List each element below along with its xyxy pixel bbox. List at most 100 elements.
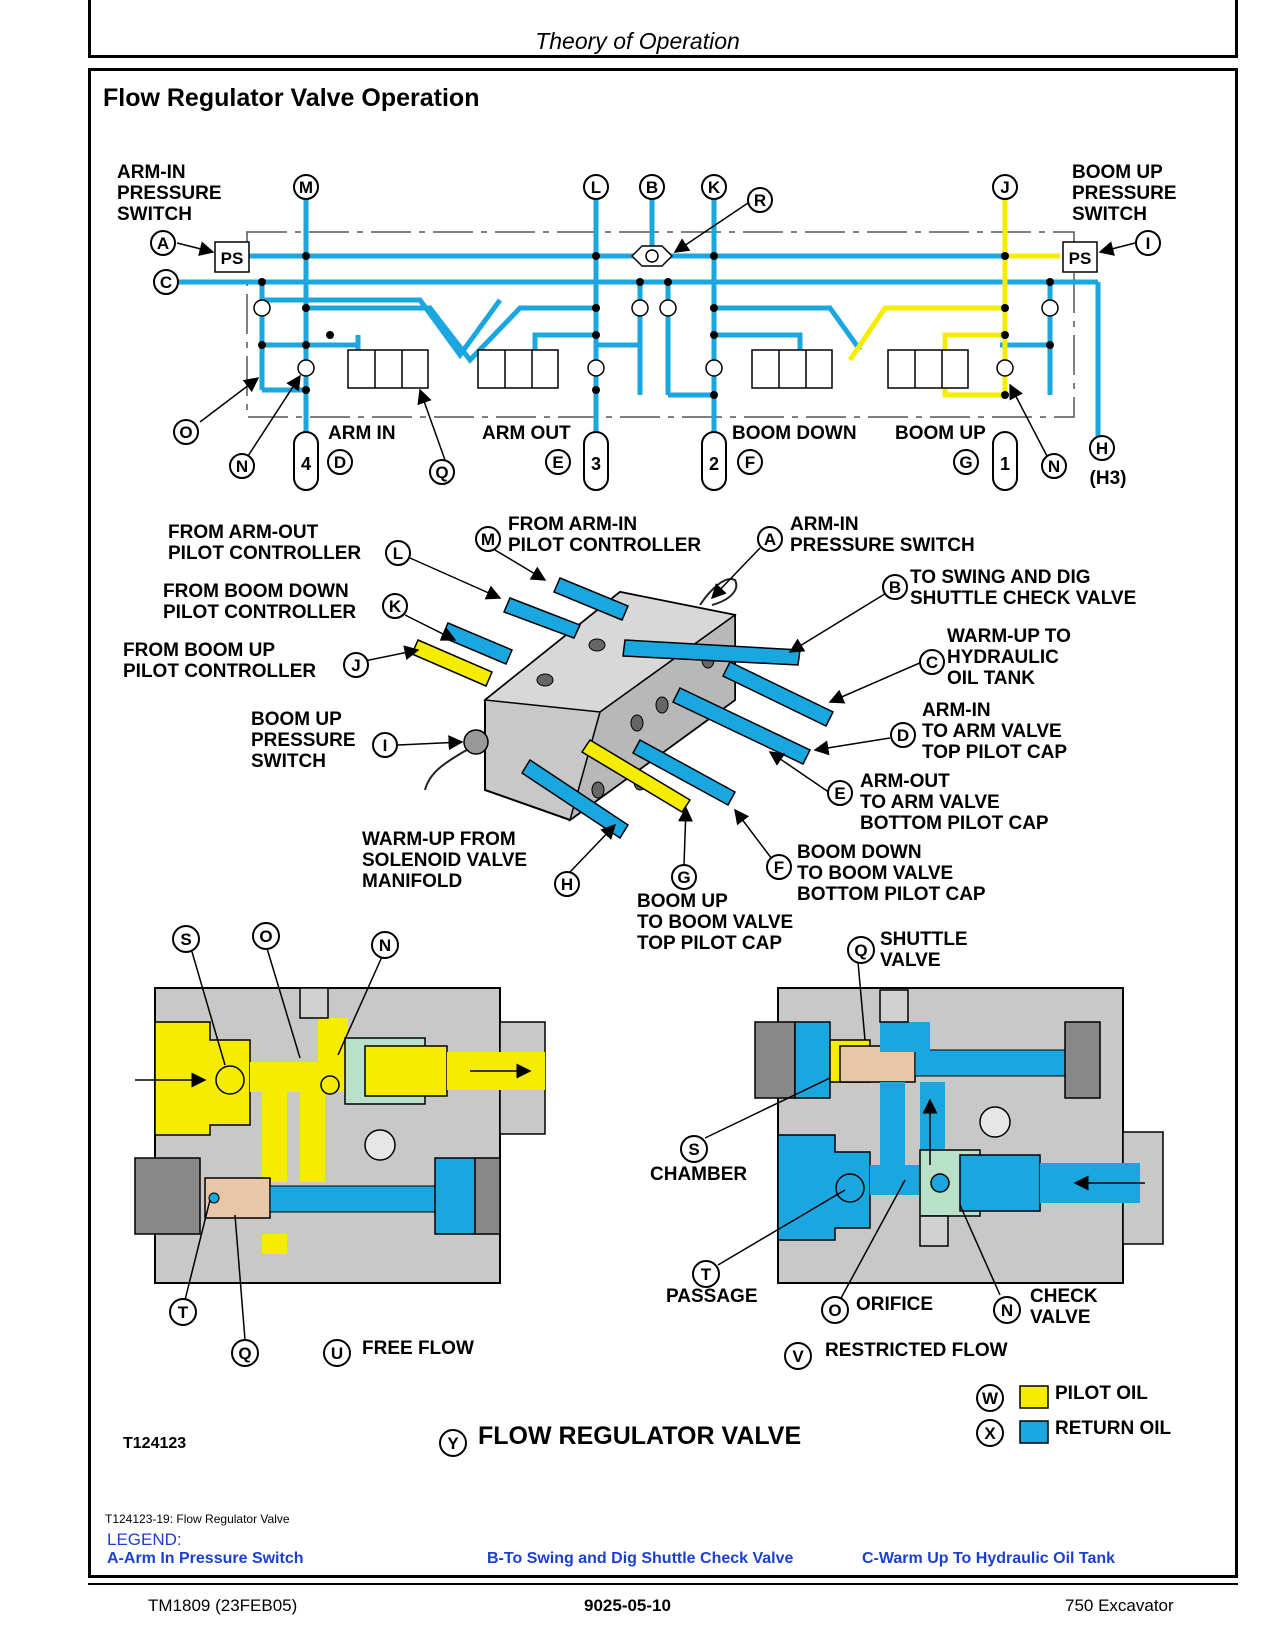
port-number-1: 1 (1000, 454, 1010, 474)
svg-text:V: V (792, 1347, 804, 1366)
section-boom-down: BOOM DOWN (732, 423, 857, 444)
svg-text:L: L (393, 544, 403, 563)
svg-text:PRESSURE: PRESSURE (1072, 183, 1177, 204)
svg-text:I: I (1146, 234, 1151, 253)
svg-text:F: F (774, 858, 784, 877)
page-header-title: Theory of Operation (535, 28, 740, 54)
svg-text:FROM BOOM DOWN: FROM BOOM DOWN (163, 581, 349, 602)
svg-text:U: U (331, 1344, 343, 1363)
svg-text:R: R (754, 191, 766, 210)
svg-text:K: K (708, 178, 721, 197)
svg-text:T: T (178, 1303, 189, 1322)
svg-text:S: S (180, 930, 191, 949)
svg-text:D: D (334, 453, 346, 472)
svg-text:BOTTOM PILOT CAP: BOTTOM PILOT CAP (797, 884, 986, 905)
svg-text:H: H (561, 875, 573, 894)
boom-up-pressure-switch-sensor (463, 729, 489, 755)
figure-id: T124123 (123, 1435, 186, 1452)
pilot-oil-swatch (1019, 1385, 1049, 1409)
svg-text:Q: Q (854, 941, 867, 960)
port-number-2: 2 (709, 454, 719, 474)
svg-text:M: M (481, 530, 495, 549)
svg-text:FROM ARM-OUT: FROM ARM-OUT (168, 522, 319, 543)
svg-text:N: N (1001, 1301, 1013, 1320)
junction-dots (258, 252, 1054, 399)
return-oil-lines (175, 200, 1101, 445)
svg-text:HYDRAULIC: HYDRAULIC (947, 647, 1059, 668)
svg-text:OIL TANK: OIL TANK (947, 668, 1035, 689)
svg-text:Q: Q (435, 463, 448, 482)
svg-text:J: J (1000, 178, 1009, 197)
svg-text:SHUTTLE: SHUTTLE (880, 929, 968, 950)
legend-item-c: C-Warm Up To Hydraulic Oil Tank (862, 1550, 1116, 1567)
svg-text:PILOT CONTROLLER: PILOT CONTROLLER (163, 602, 356, 623)
svg-text:WARM-UP TO: WARM-UP TO (947, 626, 1071, 647)
svg-text:O: O (259, 927, 272, 946)
svg-text:SWITCH: SWITCH (251, 751, 326, 772)
svg-text:PILOT OIL: PILOT OIL (1055, 1383, 1148, 1404)
svg-text:M: M (299, 178, 313, 197)
legend-item-a: A-Arm In Pressure Switch (107, 1550, 304, 1567)
section-name-labels: ARM IN ARM OUT BOOM DOWN BOOM UP (328, 423, 986, 444)
port-number-3: 3 (591, 454, 601, 474)
figure-title: FLOW REGULATOR VALVE (478, 1422, 801, 1450)
svg-text:RESTRICTED FLOW: RESTRICTED FLOW (825, 1340, 1008, 1361)
svg-text:ARM-OUT: ARM-OUT (860, 771, 950, 792)
free-flow-section (134, 944, 546, 1341)
svg-text:PILOT CONTROLLER: PILOT CONTROLLER (168, 543, 361, 564)
svg-text:I: I (383, 736, 388, 755)
svg-text:BOOM UP: BOOM UP (1072, 162, 1163, 183)
svg-text:ORIFICE: ORIFICE (856, 1294, 933, 1315)
svg-text:E: E (552, 453, 563, 472)
svg-text:CHECK: CHECK (1030, 1286, 1098, 1307)
check-valve-icons (253, 299, 1059, 377)
svg-text:W: W (982, 1389, 999, 1408)
svg-text:Q: Q (238, 1344, 251, 1363)
schematic-callouts: A C M L B K R J I O N D Q E F G N H (150, 174, 1161, 485)
svg-text:BOOM UP: BOOM UP (251, 709, 342, 730)
svg-text:K: K (389, 597, 402, 616)
svg-text:N: N (379, 936, 391, 955)
svg-text:TOP PILOT CAP: TOP PILOT CAP (637, 933, 782, 954)
svg-text:PILOT CONTROLLER: PILOT CONTROLLER (508, 535, 701, 556)
svg-text:H: H (1096, 439, 1108, 458)
restricted-flow-section (704, 961, 1164, 1301)
svg-text:D: D (897, 726, 909, 745)
svg-text:FROM ARM-IN: FROM ARM-IN (508, 514, 637, 535)
footer-page-number: 9025-05-10 (584, 1596, 671, 1615)
svg-text:C: C (160, 273, 172, 292)
block-callouts: L M A K B J C I D E H F G (343, 526, 945, 897)
svg-text:A: A (157, 234, 169, 253)
hose-fittings (411, 577, 835, 840)
spool-valve-icons (347, 349, 969, 389)
svg-text:N: N (1048, 457, 1060, 476)
svg-text:BOOM DOWN: BOOM DOWN (797, 842, 922, 863)
arm-in-pressure-switch-box (214, 241, 250, 273)
svg-text:B: B (889, 578, 901, 597)
footer-manual-id: TM1809 (23FEB05) (148, 1596, 298, 1615)
port-capsules (293, 431, 1018, 491)
svg-text:T: T (701, 1265, 712, 1284)
svg-text:A: A (764, 530, 776, 549)
section-arm-out: ARM OUT (482, 423, 571, 444)
svg-text:VALVE: VALVE (1030, 1307, 1091, 1328)
svg-text:PILOT CONTROLLER: PILOT CONTROLLER (123, 661, 316, 682)
svg-text:O: O (828, 1301, 841, 1320)
svg-text:N: N (236, 457, 248, 476)
svg-text:L: L (591, 178, 601, 197)
svg-text:CHAMBER: CHAMBER (650, 1164, 747, 1185)
svg-text:TO SWING AND DIG: TO SWING AND DIG (910, 567, 1091, 588)
svg-text:PRESSURE SWITCH: PRESSURE SWITCH (790, 535, 975, 556)
h3-label: (H3) (1090, 468, 1127, 489)
svg-text:MANIFOLD: MANIFOLD (362, 871, 462, 892)
port-number-4: 4 (301, 454, 311, 474)
legend-item-b: B-To Swing and Dig Shuttle Check Valve (487, 1550, 794, 1567)
schematic-leaders (176, 202, 1136, 461)
return-oil-swatch (1019, 1420, 1049, 1444)
figure-frame (88, 68, 1238, 1578)
svg-text:SOLENOID VALVE: SOLENOID VALVE (362, 850, 527, 871)
ps-label-left: PS (221, 249, 244, 268)
svg-text:E: E (834, 784, 845, 803)
